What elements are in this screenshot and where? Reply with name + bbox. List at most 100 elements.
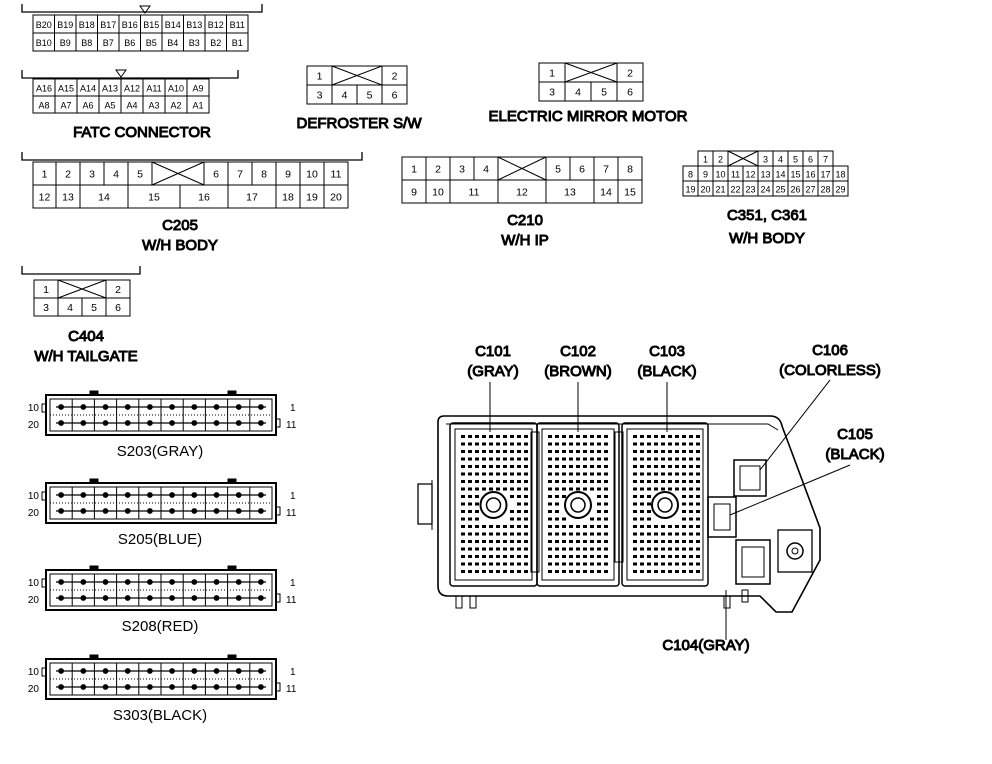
pin-dot: [191, 420, 198, 426]
terminal: [633, 480, 637, 483]
terminal: [555, 525, 559, 528]
pin-dot: [80, 508, 87, 514]
pin-label: B13: [186, 20, 202, 30]
terminal: [461, 450, 465, 453]
pin-label: B14: [165, 20, 181, 30]
pin-label: 10: [306, 169, 318, 181]
terminal: [668, 547, 672, 551]
pin-label: 9: [411, 187, 417, 199]
terminal: [569, 480, 573, 483]
terminal: [517, 570, 521, 573]
terminal: [633, 465, 637, 468]
terminal: [517, 495, 521, 498]
pin-dot: [258, 579, 264, 585]
pin-dot: [147, 492, 153, 498]
pin-label: A3: [148, 101, 159, 111]
terminal: [640, 510, 644, 513]
terminal: [661, 532, 665, 536]
terminal: [517, 450, 521, 453]
terminal: [482, 487, 486, 491]
pin-label: 1: [411, 164, 417, 176]
pin-label: 4: [113, 169, 119, 181]
terminal: [510, 540, 514, 543]
pin-label: A9: [192, 84, 203, 94]
terminal: [461, 465, 465, 468]
terminal: [576, 547, 580, 551]
pin-label: A10: [168, 84, 184, 94]
terminal: [496, 450, 500, 453]
terminal: [590, 480, 594, 483]
side-tab: [41, 403, 47, 413]
terminal: [468, 532, 472, 536]
terminal: [668, 487, 672, 491]
pin-dot: [213, 595, 220, 601]
terminal: [647, 450, 651, 453]
pin-label: B1: [232, 38, 243, 48]
pin-dot: [102, 595, 109, 601]
terminal: [524, 472, 528, 476]
splice-packs: 1020111S203(GRAY)1020111S205(BLUE)102011…: [28, 390, 297, 724]
terminal: [633, 562, 637, 566]
terminal: [510, 465, 514, 468]
terminal: [682, 562, 686, 566]
terminal: [503, 547, 507, 551]
terminal: [654, 487, 658, 491]
c205-name: C205: [162, 217, 198, 234]
terminal: [576, 487, 580, 491]
side-tab: [275, 593, 281, 603]
terminal: [489, 442, 493, 446]
pin-dot: [102, 404, 109, 410]
terminal: [524, 442, 528, 446]
terminal: [604, 517, 608, 521]
terminal: [475, 570, 479, 573]
terminal: [583, 472, 587, 476]
terminal: [689, 480, 693, 483]
terminal: [682, 435, 686, 438]
terminal: [633, 450, 637, 453]
latch-tab: [89, 565, 99, 571]
terminal: [604, 442, 608, 446]
terminal: [475, 555, 479, 558]
pin-number-right-top: 1: [290, 578, 296, 589]
pin-label: 20: [330, 192, 342, 204]
terminal: [461, 502, 465, 506]
c104-caption: C104(GRAY): [662, 637, 749, 654]
terminal: [548, 525, 552, 528]
terminal: [569, 562, 573, 566]
terminal: [496, 457, 500, 461]
terminal: [517, 555, 521, 558]
terminal: [661, 472, 665, 476]
pin-label: B2: [210, 38, 221, 48]
terminal: [475, 547, 479, 551]
terminal: [654, 450, 658, 453]
pin-label: 16: [805, 170, 815, 180]
terminal: [524, 555, 528, 558]
pin-dot: [169, 508, 176, 514]
pin-label: 9: [703, 170, 708, 180]
terminal: [633, 555, 637, 558]
pin-dot: [58, 404, 64, 410]
terminal: [496, 487, 500, 491]
terminal: [654, 547, 658, 551]
pin-label: 12: [516, 187, 528, 199]
terminal: [661, 435, 665, 438]
terminal: [517, 517, 521, 521]
pin-label: 4: [67, 302, 73, 314]
pin-label: 10: [432, 187, 444, 199]
terminal: [696, 502, 700, 506]
terminal: [503, 570, 507, 573]
latch-tab: [89, 654, 99, 660]
terminal: [562, 562, 566, 566]
terminal: [647, 457, 651, 461]
terminal: [482, 442, 486, 446]
terminal: [682, 570, 686, 573]
c106-inner: [739, 465, 761, 491]
pin-dot: [124, 668, 131, 674]
pin-label: 4: [483, 164, 489, 176]
terminal: [661, 487, 665, 491]
terminal: [696, 465, 700, 468]
terminal: [510, 570, 514, 573]
terminal: [555, 562, 559, 566]
pin-number-left-bottom: 20: [28, 508, 40, 519]
